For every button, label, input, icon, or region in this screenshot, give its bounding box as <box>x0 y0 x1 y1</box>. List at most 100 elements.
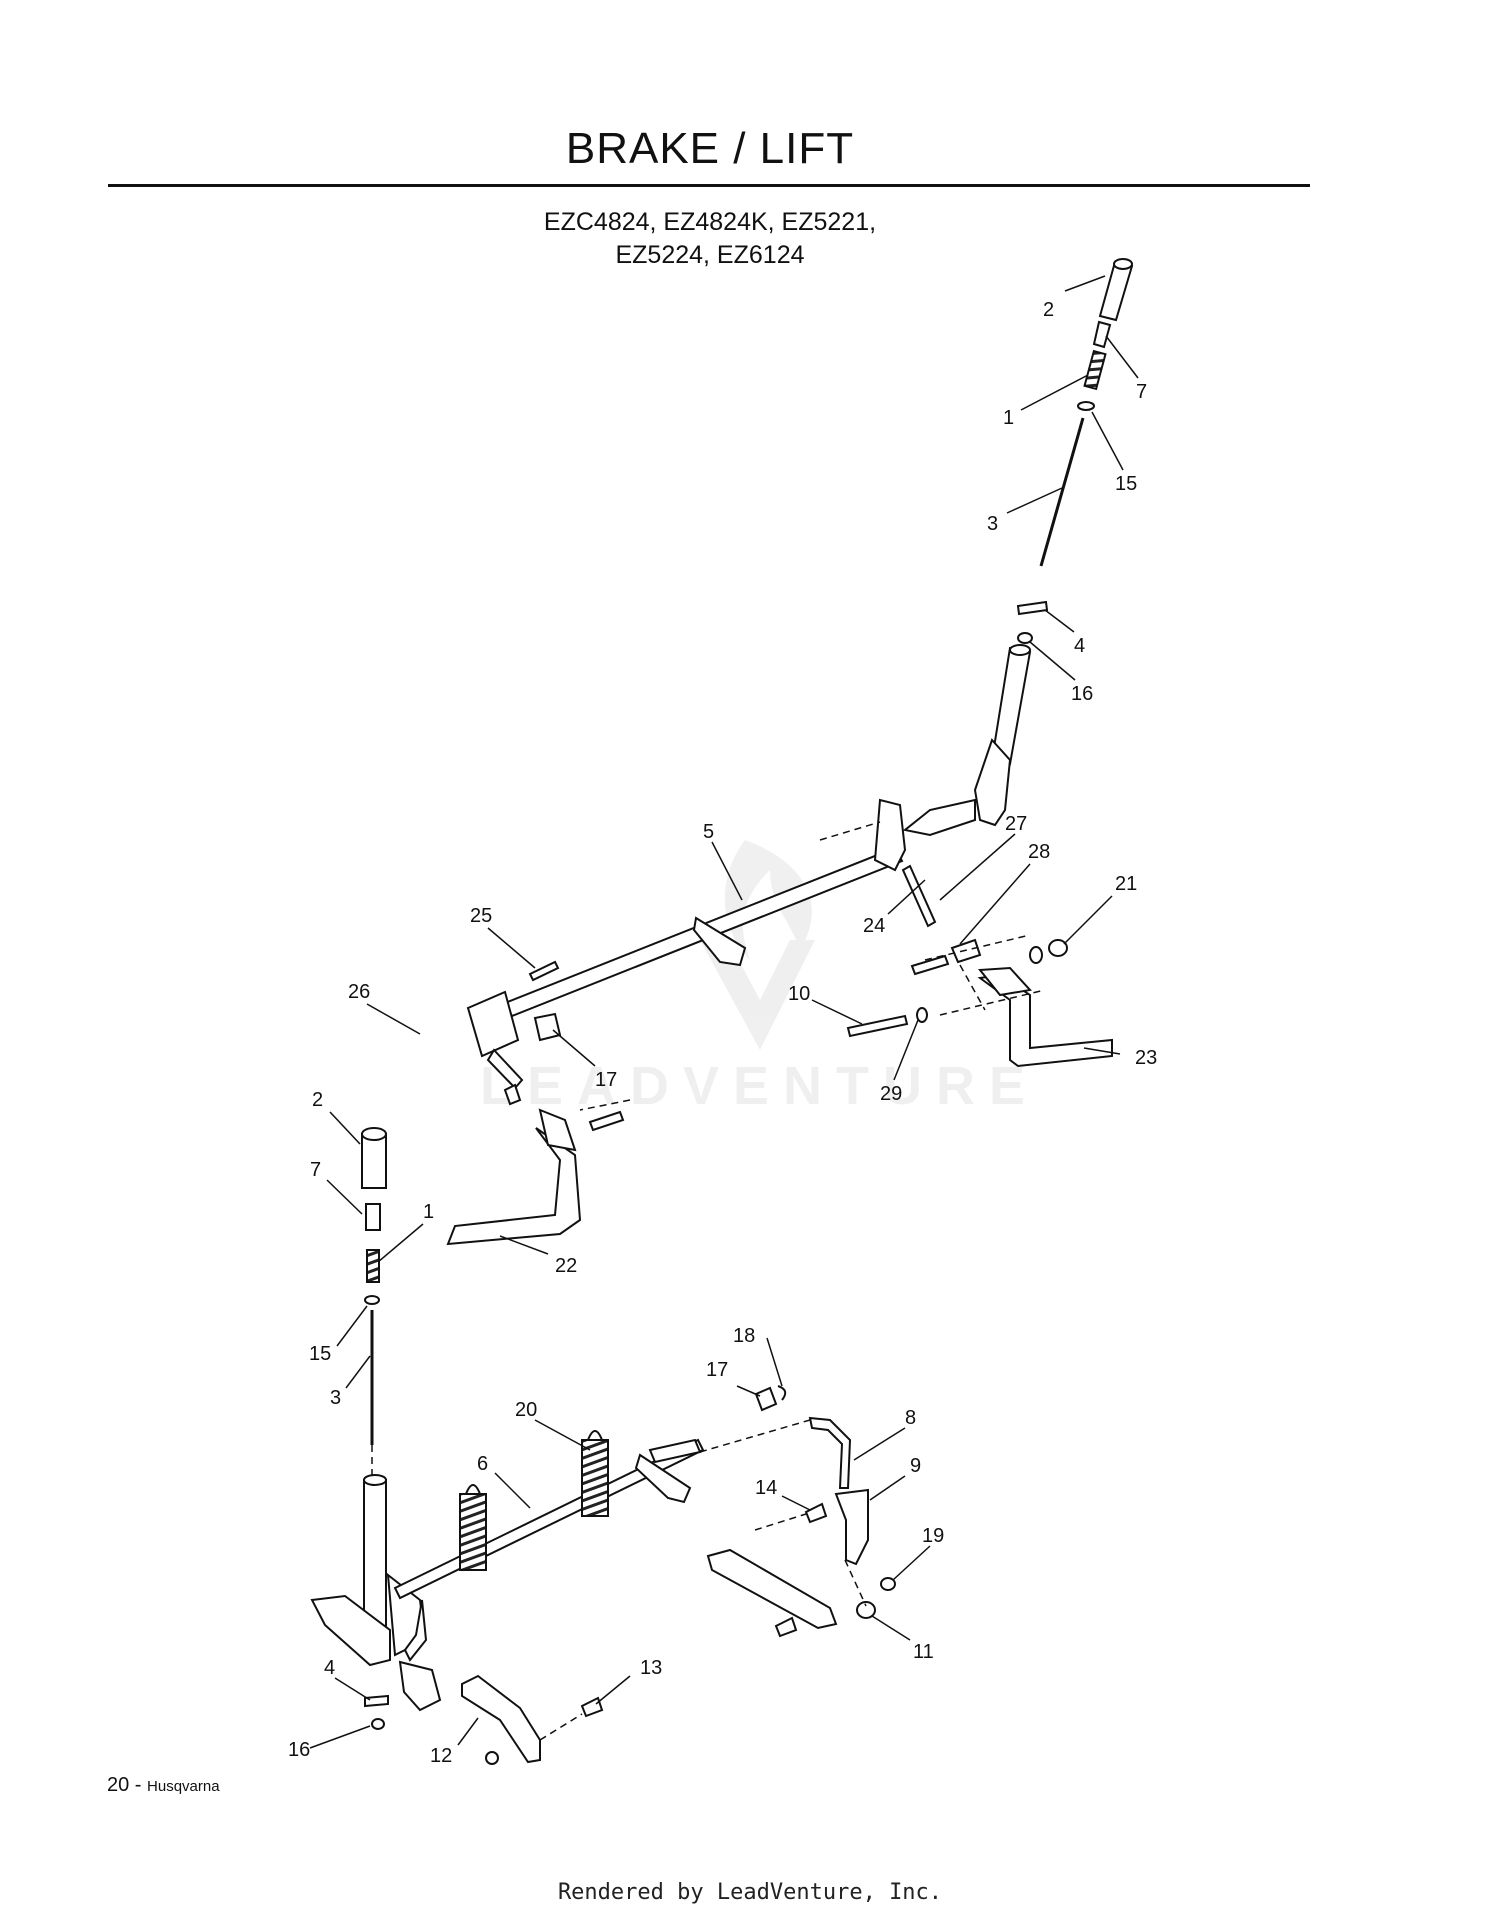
callout-3-lower: 3 <box>330 1387 341 1409</box>
callout-28: 28 <box>1028 841 1050 863</box>
callout-19: 19 <box>922 1525 944 1547</box>
pivot-bolt <box>910 954 950 976</box>
part-15-upper-washer <box>1077 401 1095 411</box>
part-3-upper-rod <box>1039 417 1085 567</box>
title-rule <box>108 184 1310 187</box>
callout-2-upper: 2 <box>1043 299 1054 321</box>
part-19-nut <box>880 1577 896 1591</box>
lower-link-fastener <box>774 1616 798 1638</box>
part-25-bolt <box>528 960 560 982</box>
callout-11: 11 <box>913 1641 934 1663</box>
part-7-upper-sleeve <box>1092 320 1112 349</box>
part-21-nut <box>1048 939 1068 957</box>
upper-pivot-bracket-right <box>873 798 907 872</box>
model-list: EZC4824, EZ4824K, EZ5221, EZ5224, EZ6124 <box>380 206 1040 272</box>
left-link-end <box>503 1083 522 1106</box>
upper-mid-bracket <box>692 916 747 967</box>
callout-16-lower: 16 <box>288 1739 310 1761</box>
callout-7-lower: 7 <box>310 1159 321 1181</box>
callout-4-lower: 4 <box>324 1657 335 1679</box>
callout-5: 5 <box>703 821 714 843</box>
lower-spring-left <box>459 1484 487 1571</box>
part-21-washer <box>1029 946 1043 964</box>
lower-right-link <box>706 1548 838 1630</box>
callout-21: 21 <box>1115 873 1137 895</box>
watermark-text: LEADVENTURE <box>480 1056 1040 1116</box>
leader-lines <box>309 275 1139 1749</box>
callout-18: 18 <box>733 1325 755 1347</box>
callout-labels: 2 7 1 15 3 4 16 27 28 21 5 24 25 26 17 1… <box>288 299 1157 1767</box>
part-7-lower-sleeve <box>365 1203 381 1231</box>
left-pedal-bracket <box>538 1108 577 1152</box>
callout-1-upper: 1 <box>1003 407 1014 429</box>
callout-15-lower: 15 <box>309 1343 331 1365</box>
callout-17-lower: 17 <box>706 1359 728 1381</box>
callout-26: 26 <box>348 981 370 1003</box>
callout-12: 12 <box>430 1745 452 1767</box>
callout-1-lower: 1 <box>423 1201 434 1223</box>
page-title: BRAKE / LIFT <box>565 124 855 173</box>
callout-17-upper: 17 <box>595 1069 617 1091</box>
model-list-line-1: EZC4824, EZ4824K, EZ5221, <box>543 208 877 236</box>
upper-lever-bracket <box>973 738 1012 827</box>
lower-nut <box>485 1751 499 1765</box>
callout-8: 8 <box>905 1407 916 1429</box>
callout-2-lower: 2 <box>312 1089 323 1111</box>
part-16-lower-ring <box>371 1718 385 1730</box>
callout-22: 22 <box>555 1255 577 1277</box>
callout-4-upper: 4 <box>1074 635 1085 657</box>
lower-lever-tube <box>363 1479 387 1631</box>
part-2-upper-grip <box>1098 258 1134 322</box>
part-15-lower-washer <box>364 1295 380 1305</box>
part-6-lower-shaft <box>393 1438 705 1600</box>
part-1-lower-spring <box>366 1249 380 1283</box>
part-17-upper-bushing <box>533 1012 562 1042</box>
callout-10: 10 <box>788 983 810 1005</box>
right-pedal-bracket <box>978 966 1032 997</box>
part-20-spring <box>581 1430 609 1517</box>
lower-rod-hook <box>403 1599 428 1662</box>
part-12-lower-link <box>461 1674 541 1764</box>
rendered-by-credit: Rendered by LeadVenture, Inc. <box>557 1880 943 1905</box>
part-1-upper-spring <box>1083 349 1107 391</box>
part-4-upper-pin <box>1016 600 1049 616</box>
footer-separator: - <box>129 1774 148 1796</box>
callout-23: 23 <box>1135 1047 1157 1069</box>
part-10-bolt <box>846 1014 909 1038</box>
part-16-upper-ring <box>1017 632 1033 644</box>
page-number: 20 <box>107 1774 130 1796</box>
left-link <box>486 1048 524 1090</box>
part-17-lower-bushing <box>754 1386 778 1412</box>
left-pedal-bolt <box>588 1110 625 1132</box>
callout-25: 25 <box>470 905 492 927</box>
lower-linkage-bracket <box>398 1660 442 1712</box>
callout-13: 13 <box>640 1657 662 1679</box>
upper-left-end-block <box>466 990 520 1058</box>
part-8-link-rod <box>808 1416 852 1489</box>
callout-20: 20 <box>515 1399 537 1421</box>
callout-27: 27 <box>1005 813 1027 835</box>
page-footer: 20 - Husqvarna <box>107 1774 220 1797</box>
callout-3-upper: 3 <box>987 513 998 535</box>
lower-mid-bracket <box>634 1453 692 1504</box>
part-9-bracket <box>834 1488 869 1566</box>
part-29-washer <box>916 1007 928 1023</box>
part-4-lower-pin <box>364 1694 389 1708</box>
part-22-left-pedal <box>446 1127 582 1246</box>
lower-left-plate <box>310 1594 391 1667</box>
callout-9: 9 <box>910 1455 921 1477</box>
callout-7-upper: 7 <box>1136 381 1147 403</box>
part-2-lower-grip <box>361 1127 387 1189</box>
part-18-clip <box>777 1385 787 1401</box>
part-24-link <box>901 864 937 928</box>
callout-15-upper: 15 <box>1115 473 1137 495</box>
lower-brake-assembly <box>310 1127 896 1765</box>
callout-14: 14 <box>755 1477 777 1499</box>
part-11-nut <box>856 1601 876 1619</box>
callout-29: 29 <box>880 1083 902 1105</box>
watermark-logo <box>700 840 815 1050</box>
part-14-bolt <box>804 1502 828 1524</box>
model-list-line-2: EZ5224, EZ6124 <box>615 241 805 269</box>
callout-16-upper: 16 <box>1071 683 1093 705</box>
